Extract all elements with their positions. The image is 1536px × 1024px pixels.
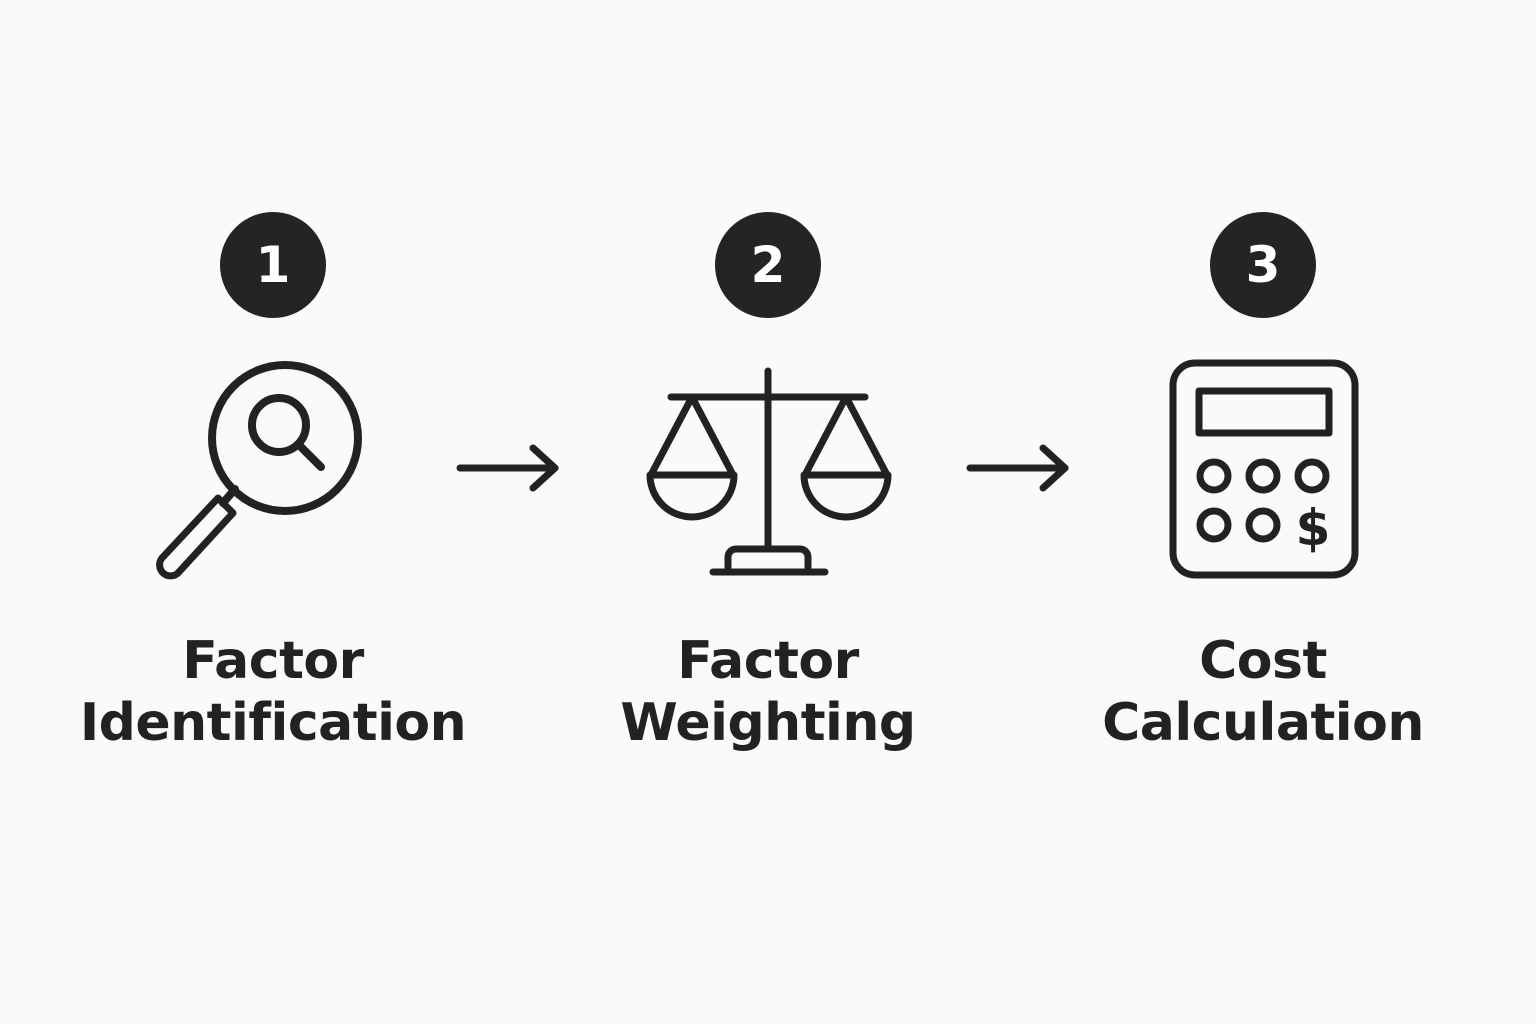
step-label-line2: Identification bbox=[79, 693, 467, 753]
step-number-badge: 2 bbox=[715, 212, 821, 318]
step-number-badge: 1 bbox=[220, 212, 326, 318]
step-factor-weighting: 2 Factor Weighting bbox=[568, 0, 968, 1024]
step-label-line1: Cost bbox=[1199, 631, 1327, 691]
step-label-line1: Factor bbox=[182, 631, 364, 691]
arrow-right-icon bbox=[456, 444, 559, 492]
step-label: Factor Identification bbox=[73, 630, 473, 754]
step-label-line1: Factor bbox=[677, 631, 859, 691]
arrow-right-icon bbox=[966, 444, 1069, 492]
step-label: Cost Calculation bbox=[1063, 630, 1463, 754]
magnifying-glass-icon bbox=[156, 361, 362, 580]
step-label: Factor Weighting bbox=[568, 630, 968, 754]
balance-scale-icon bbox=[646, 367, 892, 576]
step-number-badge: 3 bbox=[1210, 212, 1316, 318]
calculator-dollar-key: $ bbox=[1296, 499, 1331, 557]
step-cost-calculation: 3 $ Cost Calculation bbox=[1063, 0, 1463, 1024]
calculator-icon: $ bbox=[1169, 359, 1359, 579]
step-factor-identification: 1 Factor Identification bbox=[73, 0, 473, 1024]
step-label-line2: Weighting bbox=[620, 693, 916, 753]
step-label-line2: Calculation bbox=[1102, 693, 1424, 753]
